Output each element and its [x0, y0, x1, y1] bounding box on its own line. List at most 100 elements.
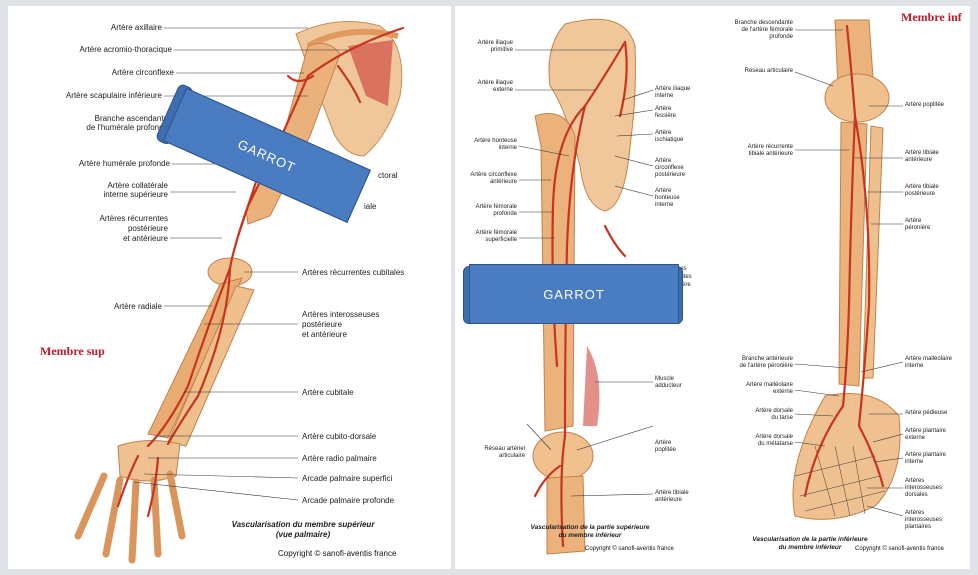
label-arcade-profonde: Arcade palmaire profonde — [302, 496, 394, 505]
label-collaterale-2: interne supérieure — [28, 190, 168, 199]
label-circonflexe-posterieure-2: circonflexe — [655, 165, 684, 172]
label-plantaire-externe-1: Artère plantaire — [905, 428, 946, 435]
label-branche-anterieure-2: de l'artère péronière — [695, 363, 793, 370]
section-title-membre-sup: Membre sup — [40, 344, 105, 359]
copyright-leg: Copyright © sanofi-aventis france — [855, 546, 944, 552]
label-honteuse-interne-1: Artère honteuse — [455, 138, 517, 145]
copyright-upper: Copyright © sanofi-aventis france — [278, 549, 396, 558]
label-cubito-dorsale: Artère cubito-dorsale — [302, 432, 376, 441]
label-poplitee-thigh-1: Artère — [655, 440, 671, 447]
label-iliaque-primitive-1: Artère iliaque — [455, 40, 513, 47]
label-recurrente-tibiale-2: tibiale antérieure — [695, 151, 793, 158]
label-scapulaire-inferieure: Artère scapulaire inférieure — [18, 91, 162, 100]
label-fessiere-2: fessière — [655, 113, 676, 120]
label-poplitee-thigh-2: poplitée — [655, 447, 676, 454]
label-circonflexe-posterieure-3: postérieure — [655, 172, 685, 179]
label-malleolaire-externe-1: Artère malléolaire — [695, 382, 793, 389]
label-tibiale-posterieure-1: Artère tibiale — [905, 184, 939, 191]
label-interosseuses-plantaires-3: plantaires — [905, 524, 931, 531]
tourniquet-lower: GARROT — [465, 264, 679, 324]
label-branche-anterieure-1: Branche antérieure — [695, 356, 793, 363]
label-tibiale-anterieure-thigh-1: Artère tibiale — [655, 490, 689, 497]
label-muscle-adducteur-1: Muscle — [655, 376, 674, 383]
label-fessiere-1: Artère — [655, 106, 671, 113]
label-branche-descendante-3: profonde — [695, 34, 793, 41]
label-femorale-profonde-1: Artère fémorale — [455, 204, 517, 211]
label-reseau-arteriel-1: Réseau artériel — [455, 446, 525, 453]
label-tibiale-anterieure-2: antérieure — [905, 157, 932, 164]
label-malleolaire-interne-1: Artère malléolaire — [905, 356, 952, 363]
label-honteuse-interne-2: interne — [455, 145, 517, 152]
label-tibiale-anterieure-thigh-2: antérieure — [655, 497, 682, 504]
label-radio-palmaire: Artère radio palmaire — [302, 454, 377, 463]
label-femorale-profonde-2: profonde — [455, 211, 517, 218]
label-acromio-thoracique: Artère acromio-thoracique — [28, 45, 172, 54]
garrot-label-lower: GARROT — [469, 264, 679, 324]
label-interosseuses-dorsales-3: dorsales — [905, 492, 928, 499]
label-honteuse-externe-3: interne — [655, 202, 673, 209]
label-ischiatique-2: ischiatique — [655, 137, 683, 144]
label-peroniere-1: Artère — [905, 218, 921, 225]
label-plantaire-externe-2: externe — [905, 435, 925, 442]
label-circonflexe-anterieure-1: Artère circonflexe — [455, 172, 517, 179]
label-interosseuses-plantaires-1: Artères — [905, 510, 924, 517]
label-reseau-articulaire: Réseau articulaire — [695, 68, 793, 75]
label-recurrentes-3: et antérieure — [28, 234, 168, 243]
label-axillaire: Artère axillaire — [48, 23, 162, 32]
label-iliaque-primitive-2: primitive — [455, 47, 513, 54]
caption-thigh-1: Vascularisation de la partie supérieure — [495, 524, 685, 532]
label-circonflexe: Artère circonflexe — [48, 68, 174, 77]
label-femorale-superficielle-1: Artère fémorale — [455, 230, 517, 237]
label-branche-ascendante-1: Branche ascendante — [28, 114, 168, 123]
label-pedieuse: Artère pédieuse — [905, 410, 947, 417]
label-recurrentes-2: postérieure — [28, 224, 168, 233]
label-interosseuses-1: Artères interosseuses — [302, 310, 379, 319]
label-recurrentes-1: Artères récurrentes — [28, 214, 168, 223]
label-arcade-superficielle: Arcade palmaire superfici — [302, 474, 392, 483]
label-femorale-superficielle-2: superficielle — [455, 237, 517, 244]
label-iliaque-externe-2: externe — [455, 87, 513, 94]
label-malleolaire-interne-2: interne — [905, 363, 923, 370]
label-humerale-profonde: Artère humérale profonde — [28, 159, 170, 168]
label-reseau-arteriel-2: articulaire — [455, 453, 525, 460]
label-malleolaire-externe-2: externe — [695, 389, 793, 396]
label-branche-ascendante-2: de l'humérale profonde — [28, 123, 168, 132]
caption-upper-1: Vascularisation du membre supérieur — [178, 520, 428, 530]
label-peroniere-2: péronière — [905, 225, 930, 232]
label-interosseuses-plantaires-2: interosseuses — [905, 517, 942, 524]
label-muscle-adducteur-2: adducteur — [655, 383, 682, 390]
garrot-text-upper: GARROT — [236, 136, 298, 175]
label-interosseuses-3: et antérieure — [302, 330, 347, 339]
copyright-thigh: Copyright © sanofi-aventis france — [585, 546, 674, 552]
label-cubitale: Artère cubitale — [302, 388, 354, 397]
label-recurrente-tibiale-1: Artère récurrente — [695, 144, 793, 151]
label-dorsale-metatarse-2: du métatarse — [695, 441, 793, 448]
caption-upper-2: (vue palmaire) — [178, 530, 428, 540]
label-tibiale-posterieure-2: postérieure — [905, 191, 935, 198]
label-radiale: Artère radiale — [48, 302, 162, 311]
label-recurrentes-cubitales: Artères récurrentes cubitales — [302, 268, 404, 277]
label-interosseuses-dorsales-1: Artères — [905, 478, 924, 485]
label-plantaire-interne-2: interne — [905, 459, 923, 466]
label-iliaque-externe-1: Artère iliaque — [455, 80, 513, 87]
label-poplitee: Artère poplitée — [905, 102, 944, 109]
label-dorsale-tarse-1: Artère dorsale — [695, 408, 793, 415]
upper-limb-panel: Artère axillaire Artère acromio-thoraciq… — [8, 6, 451, 569]
label-collaterale-1: Artère collatérale — [28, 181, 168, 190]
label-honteuse-externe-2: honteuse — [655, 195, 680, 202]
label-plantaire-interne-1: Artère plantaire — [905, 452, 946, 459]
label-honteuse-externe-1: Artère — [655, 188, 671, 195]
label-ischiatique-1: Artère — [655, 130, 671, 137]
label-branche-descendante-1: Branche descendante — [695, 20, 793, 27]
label-circonflexe-posterieure-1: Artère — [655, 158, 671, 165]
label-iliaque-interne-1: Artère iliaque — [655, 86, 690, 93]
lower-limb-panel: Artère iliaque primitive Artère iliaque … — [455, 6, 970, 569]
section-title-membre-inf: Membre inf — [901, 10, 962, 25]
garrot-text-lower: GARROT — [543, 287, 605, 302]
label-dorsale-tarse-2: du tarse — [695, 415, 793, 422]
label-circonflexe-anterieure-2: antérieure — [455, 179, 517, 186]
label-interosseuses-2: postérieure — [302, 320, 342, 329]
caption-thigh-2: du membre inférieur — [495, 532, 685, 540]
label-tibiale-anterieure-1: Artère tibiale — [905, 150, 939, 157]
label-iliaque-interne-2: interne — [655, 93, 673, 100]
